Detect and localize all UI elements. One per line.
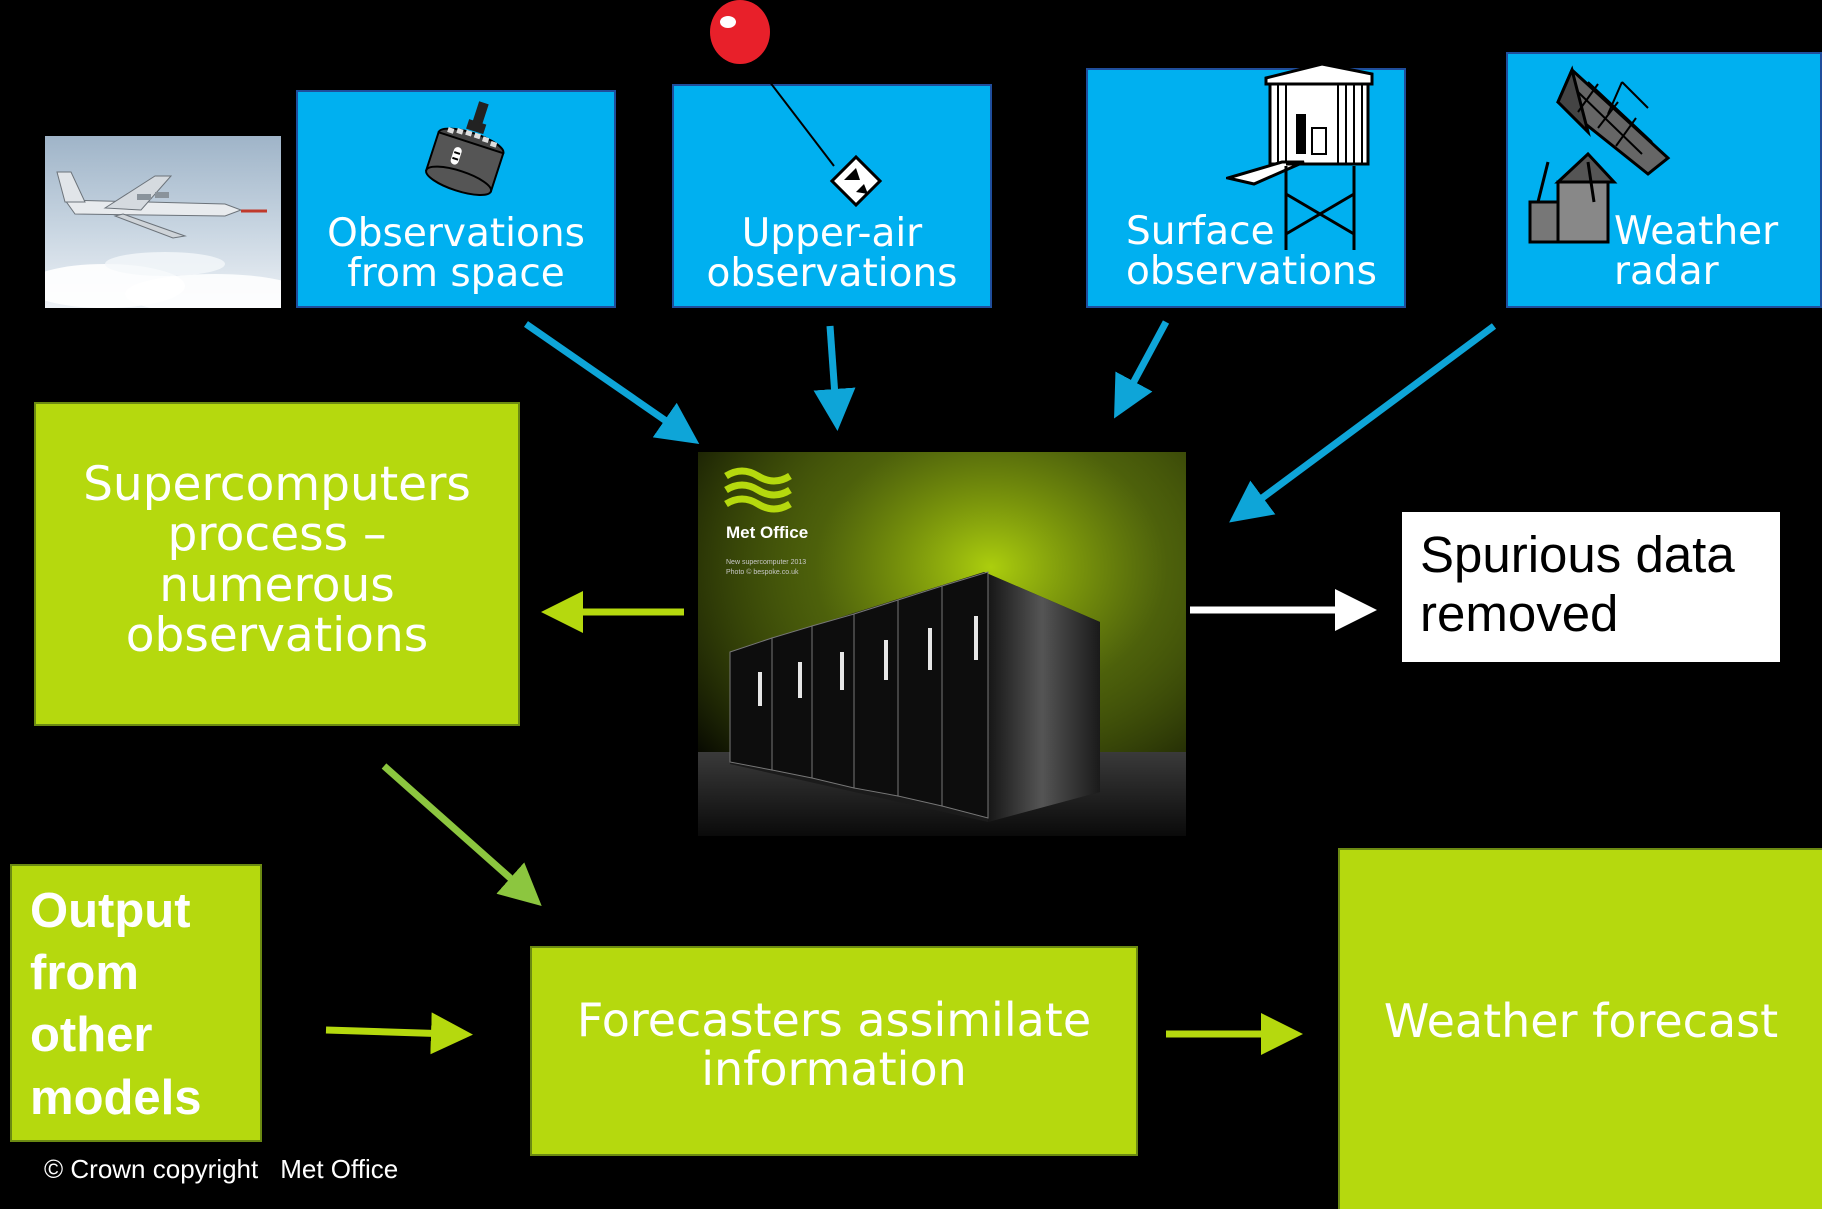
weather-forecast-label: Weather forecast	[1383, 994, 1779, 1048]
server-racks	[729, 571, 1100, 822]
upper-air-observations-label: Upper-air observations	[706, 211, 958, 296]
space-observations-box: Observations from space	[296, 90, 616, 308]
weather-balloon-icon	[710, 0, 835, 167]
organization-name: Met Office	[280, 1154, 399, 1184]
other-models-box: Output from other models	[10, 864, 262, 1142]
aircraft-photo	[45, 136, 281, 308]
upper-air-observations-box: Upper-air observations	[672, 84, 992, 308]
weather-radar-label: Weather radar	[1614, 209, 1779, 294]
space-observations-label: Observations from space	[327, 211, 585, 296]
arrow-radar-to-supercomputer	[1229, 323, 1497, 523]
copyright-text: © Crown copyright	[44, 1154, 259, 1184]
stevenson-screen-icon	[1226, 62, 1374, 250]
weather-radar-box: Weather radar	[1506, 52, 1822, 308]
met-office-logo	[724, 467, 792, 513]
arrow-upper-air-to-supercomputer	[813, 325, 856, 431]
supercomputers-process-box: Supercomputers process – numerous observ…	[34, 402, 520, 726]
radiosonde-icon	[829, 154, 883, 208]
spurious-data-box: Spurious data removed	[1402, 512, 1780, 662]
arrow-process-to-forecasters	[381, 763, 542, 906]
arrow-models-to-forecasters	[325, 1012, 473, 1055]
other-models-label: Output from other models	[30, 884, 202, 1125]
arrow-space-to-supercomputer	[524, 321, 700, 444]
weather-forecast-box: Weather forecast	[1338, 848, 1822, 1209]
supercomputers-process-label: Supercomputers process – numerous observ…	[83, 457, 471, 663]
met-office-logo-text: Met Office	[726, 523, 808, 542]
satellite-icon	[424, 101, 505, 196]
surface-observations-box: Surface observations	[1086, 62, 1406, 308]
surface-observations-label: Surface observations	[1126, 209, 1377, 294]
forecasters-assimilate-box: Forecasters assimilate information	[530, 946, 1138, 1156]
radar-dish-icon	[1528, 65, 1671, 244]
forecasters-assimilate-label: Forecasters assimilate information	[576, 993, 1092, 1097]
arrow-surface-to-supercomputer	[1114, 320, 1170, 419]
copyright-footer: © Crown copyright Met Office	[44, 1154, 398, 1185]
spurious-data-label: Spurious data removed	[1420, 526, 1735, 642]
